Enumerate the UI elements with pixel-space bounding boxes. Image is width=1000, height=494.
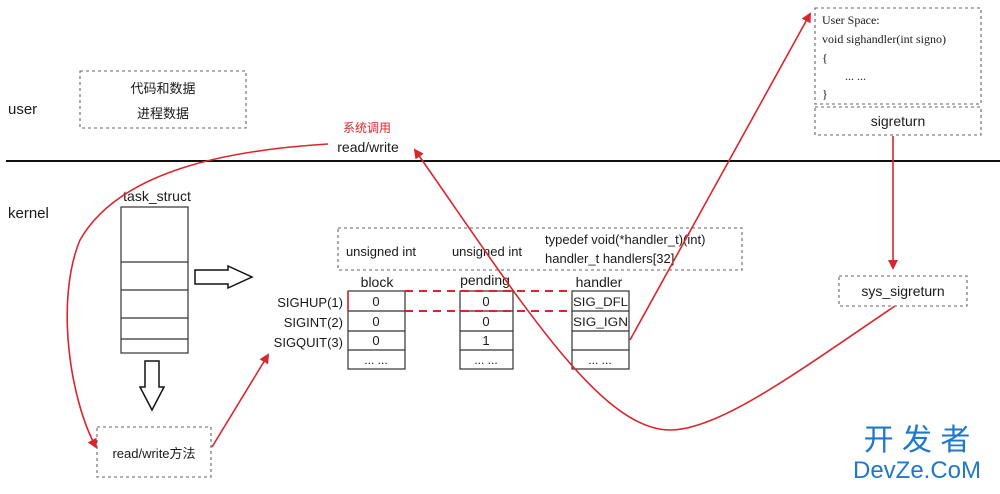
user-space-handler-box <box>814 7 982 105</box>
method-to-signal-table-arrow <box>211 353 270 448</box>
kernel-layer-label: kernel <box>8 205 49 222</box>
read-write-method-box <box>96 426 212 478</box>
syscall-to-method-arrow <box>66 143 329 449</box>
sighandler-signature: void sighandler(int signo) <box>822 32 946 46</box>
block-cell: 0 <box>372 333 379 348</box>
task-struct-label: task_struct <box>123 188 191 204</box>
down-hollow-arrow <box>138 360 166 412</box>
watermark-chinese: 开 发 者 <box>864 424 971 457</box>
block-cell: 0 <box>372 294 379 309</box>
type-declaration-box <box>337 227 743 271</box>
handler-body: ... ... <box>845 69 866 83</box>
user-layer-label: user <box>8 101 37 118</box>
block-ellipsis: ... ... <box>364 353 387 367</box>
signal-name: SIGQUIT(3) <box>274 335 343 350</box>
block-column-header: block <box>361 274 395 290</box>
pending-column-header: pending <box>460 272 510 288</box>
syscall-label: 系统调用 <box>343 121 391 135</box>
handler-table <box>571 290 630 370</box>
pending-ellipsis: ... ... <box>474 353 497 367</box>
sigreturn-box <box>814 106 982 136</box>
handler-array-label: handler_t handlers[32] <box>545 251 674 266</box>
watermark-brand: DevZe.CoM <box>853 457 981 484</box>
handler-typedef-label: typedef void(*handler_t)(int) <box>545 232 705 247</box>
code-data-label: 代码和数据 <box>130 81 195 96</box>
pending-type-label: unsigned int <box>452 244 522 259</box>
user-space-title: User Space: <box>822 13 880 27</box>
block-type-label: unsigned int <box>346 244 416 259</box>
block-table <box>347 290 406 370</box>
handler-close-brace: } <box>822 87 828 101</box>
right-hollow-arrow <box>194 264 254 290</box>
block-cell: 0 <box>372 314 379 329</box>
user-code-data-box <box>79 70 247 129</box>
signal-name: SIGINT(2) <box>284 315 343 330</box>
pending-cell: 1 <box>482 333 489 348</box>
sys-sigreturn-box <box>838 275 968 307</box>
sys-sigreturn-label: sys_sigreturn <box>861 283 944 299</box>
handler-open-brace: { <box>822 51 828 65</box>
return-to-user-arrow <box>413 148 896 431</box>
handler-cell: SIG_IGN <box>573 315 628 329</box>
handler-ellipsis: ... ... <box>588 353 611 367</box>
process-data-label: 进程数据 <box>137 106 189 121</box>
task-struct-box <box>120 206 189 354</box>
signal-name: SIGHUP(1) <box>277 295 343 310</box>
pending-cell: 0 <box>482 294 489 309</box>
handler-column-header: handler <box>576 274 623 290</box>
handler-to-user-space-arrow <box>629 12 811 341</box>
handler-cell: SIG_DFL <box>573 295 628 309</box>
pending-cell: 0 <box>482 314 489 329</box>
read-write-call: read/write <box>337 139 399 155</box>
sigreturn-label: sigreturn <box>871 113 925 129</box>
read-write-method-label: read/write方法 <box>112 446 195 461</box>
